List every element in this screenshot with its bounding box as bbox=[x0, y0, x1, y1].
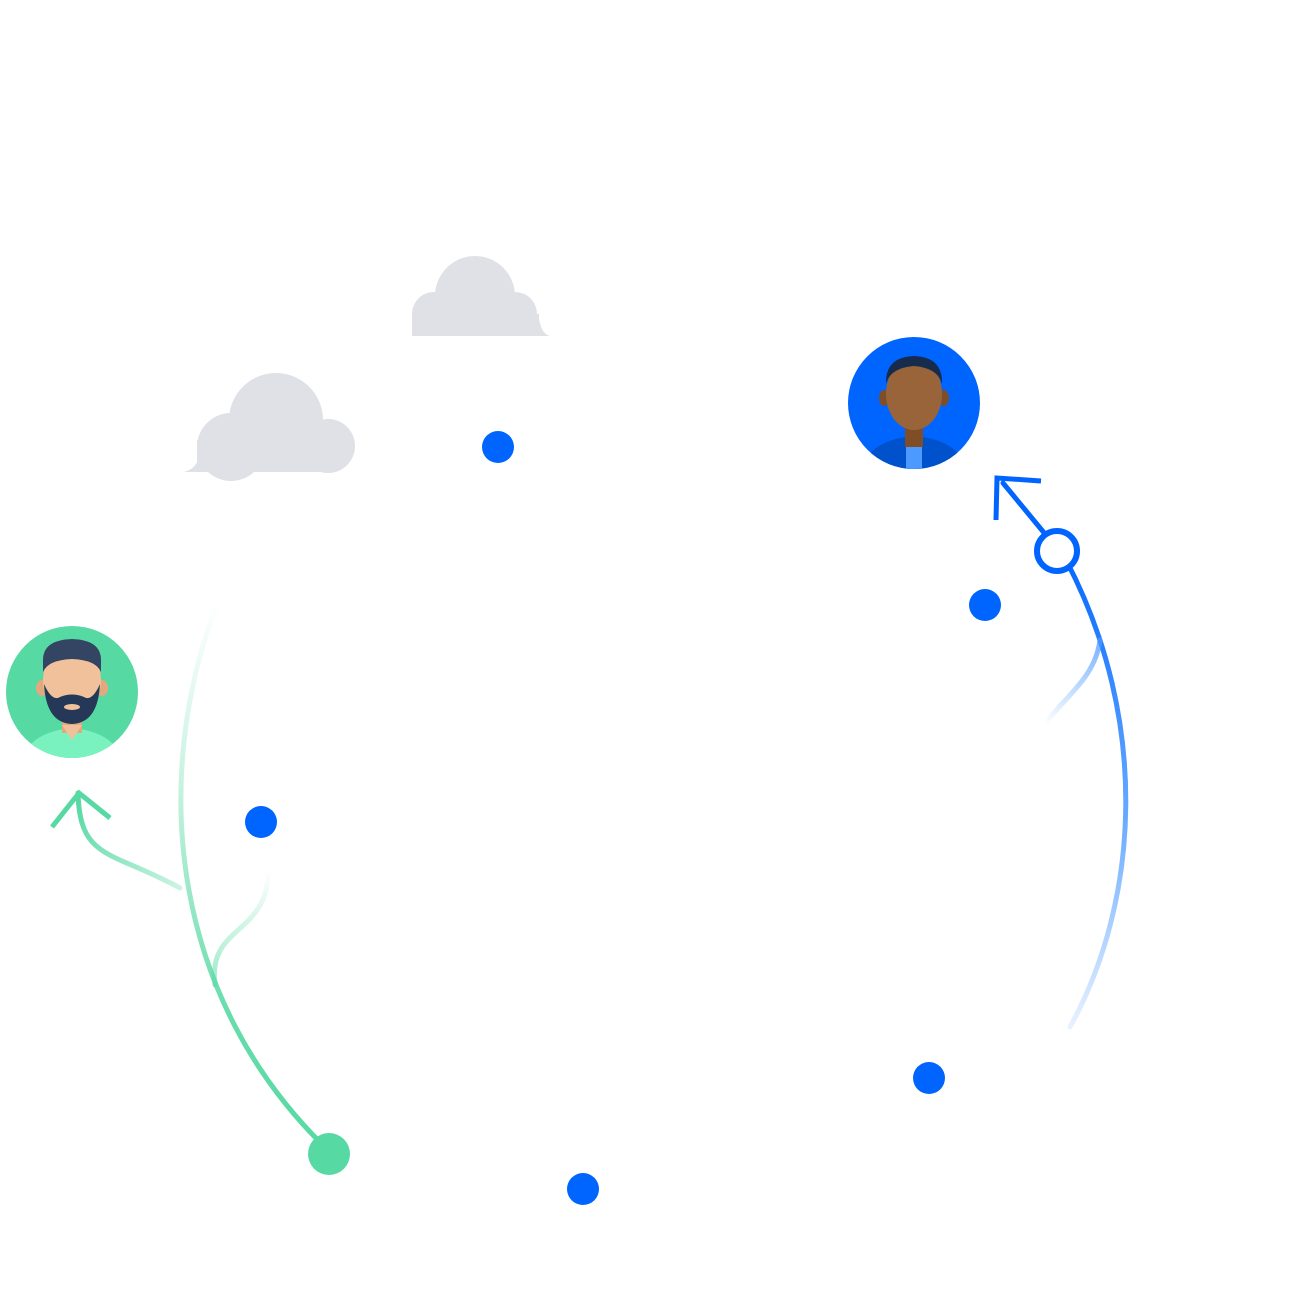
blue-avatar bbox=[848, 337, 980, 469]
dot-icon bbox=[969, 589, 1001, 621]
dot-icon bbox=[245, 806, 277, 838]
blue-arc bbox=[1063, 557, 1129, 1030]
dot-icon bbox=[482, 431, 514, 463]
bearded-man-icon bbox=[22, 639, 122, 758]
man-avatar-icon bbox=[862, 356, 966, 469]
cloud-icon bbox=[184, 373, 355, 481]
dot-icon bbox=[567, 1173, 599, 1205]
ring-node-icon bbox=[1034, 528, 1080, 574]
green-arrow-line bbox=[75, 790, 183, 891]
green-avatar bbox=[6, 626, 138, 758]
green-branch bbox=[211, 869, 271, 988]
blue-arrow-line bbox=[1000, 480, 1053, 543]
orbit-dots bbox=[245, 431, 1001, 1205]
arrow-up-icon bbox=[993, 475, 1042, 521]
dot-icon bbox=[913, 1062, 945, 1094]
blue-branch bbox=[1042, 637, 1103, 728]
green-arc bbox=[178, 601, 333, 1155]
green-path bbox=[75, 601, 333, 1155]
arrow-up-icon bbox=[50, 789, 112, 829]
green-start-node bbox=[308, 1133, 350, 1175]
cloud-icon bbox=[412, 256, 550, 336]
blue-path bbox=[1000, 480, 1129, 1030]
